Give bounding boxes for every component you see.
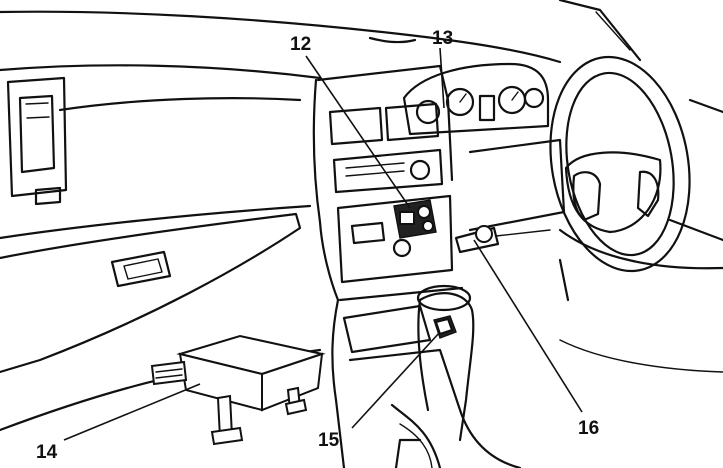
gear-shifter <box>416 284 475 442</box>
callout-13: 13 <box>432 28 453 49</box>
callout-16: 16 <box>578 418 599 439</box>
leader-15 <box>351 331 441 429</box>
callout-15: 15 <box>318 430 340 451</box>
steering-wheel <box>468 55 723 373</box>
center-console <box>312 64 522 468</box>
leader-16 <box>473 239 583 413</box>
leader-14 <box>63 383 201 441</box>
dash-top-outline <box>0 0 642 240</box>
callout-14: 14 <box>36 442 58 463</box>
instrument-cluster <box>402 62 550 136</box>
part-12-switch-cluster <box>393 199 437 239</box>
part-16-switch <box>454 225 551 254</box>
leader-13 <box>439 47 445 109</box>
leader-12 <box>305 55 411 209</box>
left-air-vent <box>6 76 68 206</box>
leader-lines <box>63 47 583 441</box>
callout-12: 12 <box>290 34 311 55</box>
callout-labels: 12 13 14 15 16 <box>36 28 599 463</box>
part-14-ecu-module <box>150 334 326 446</box>
